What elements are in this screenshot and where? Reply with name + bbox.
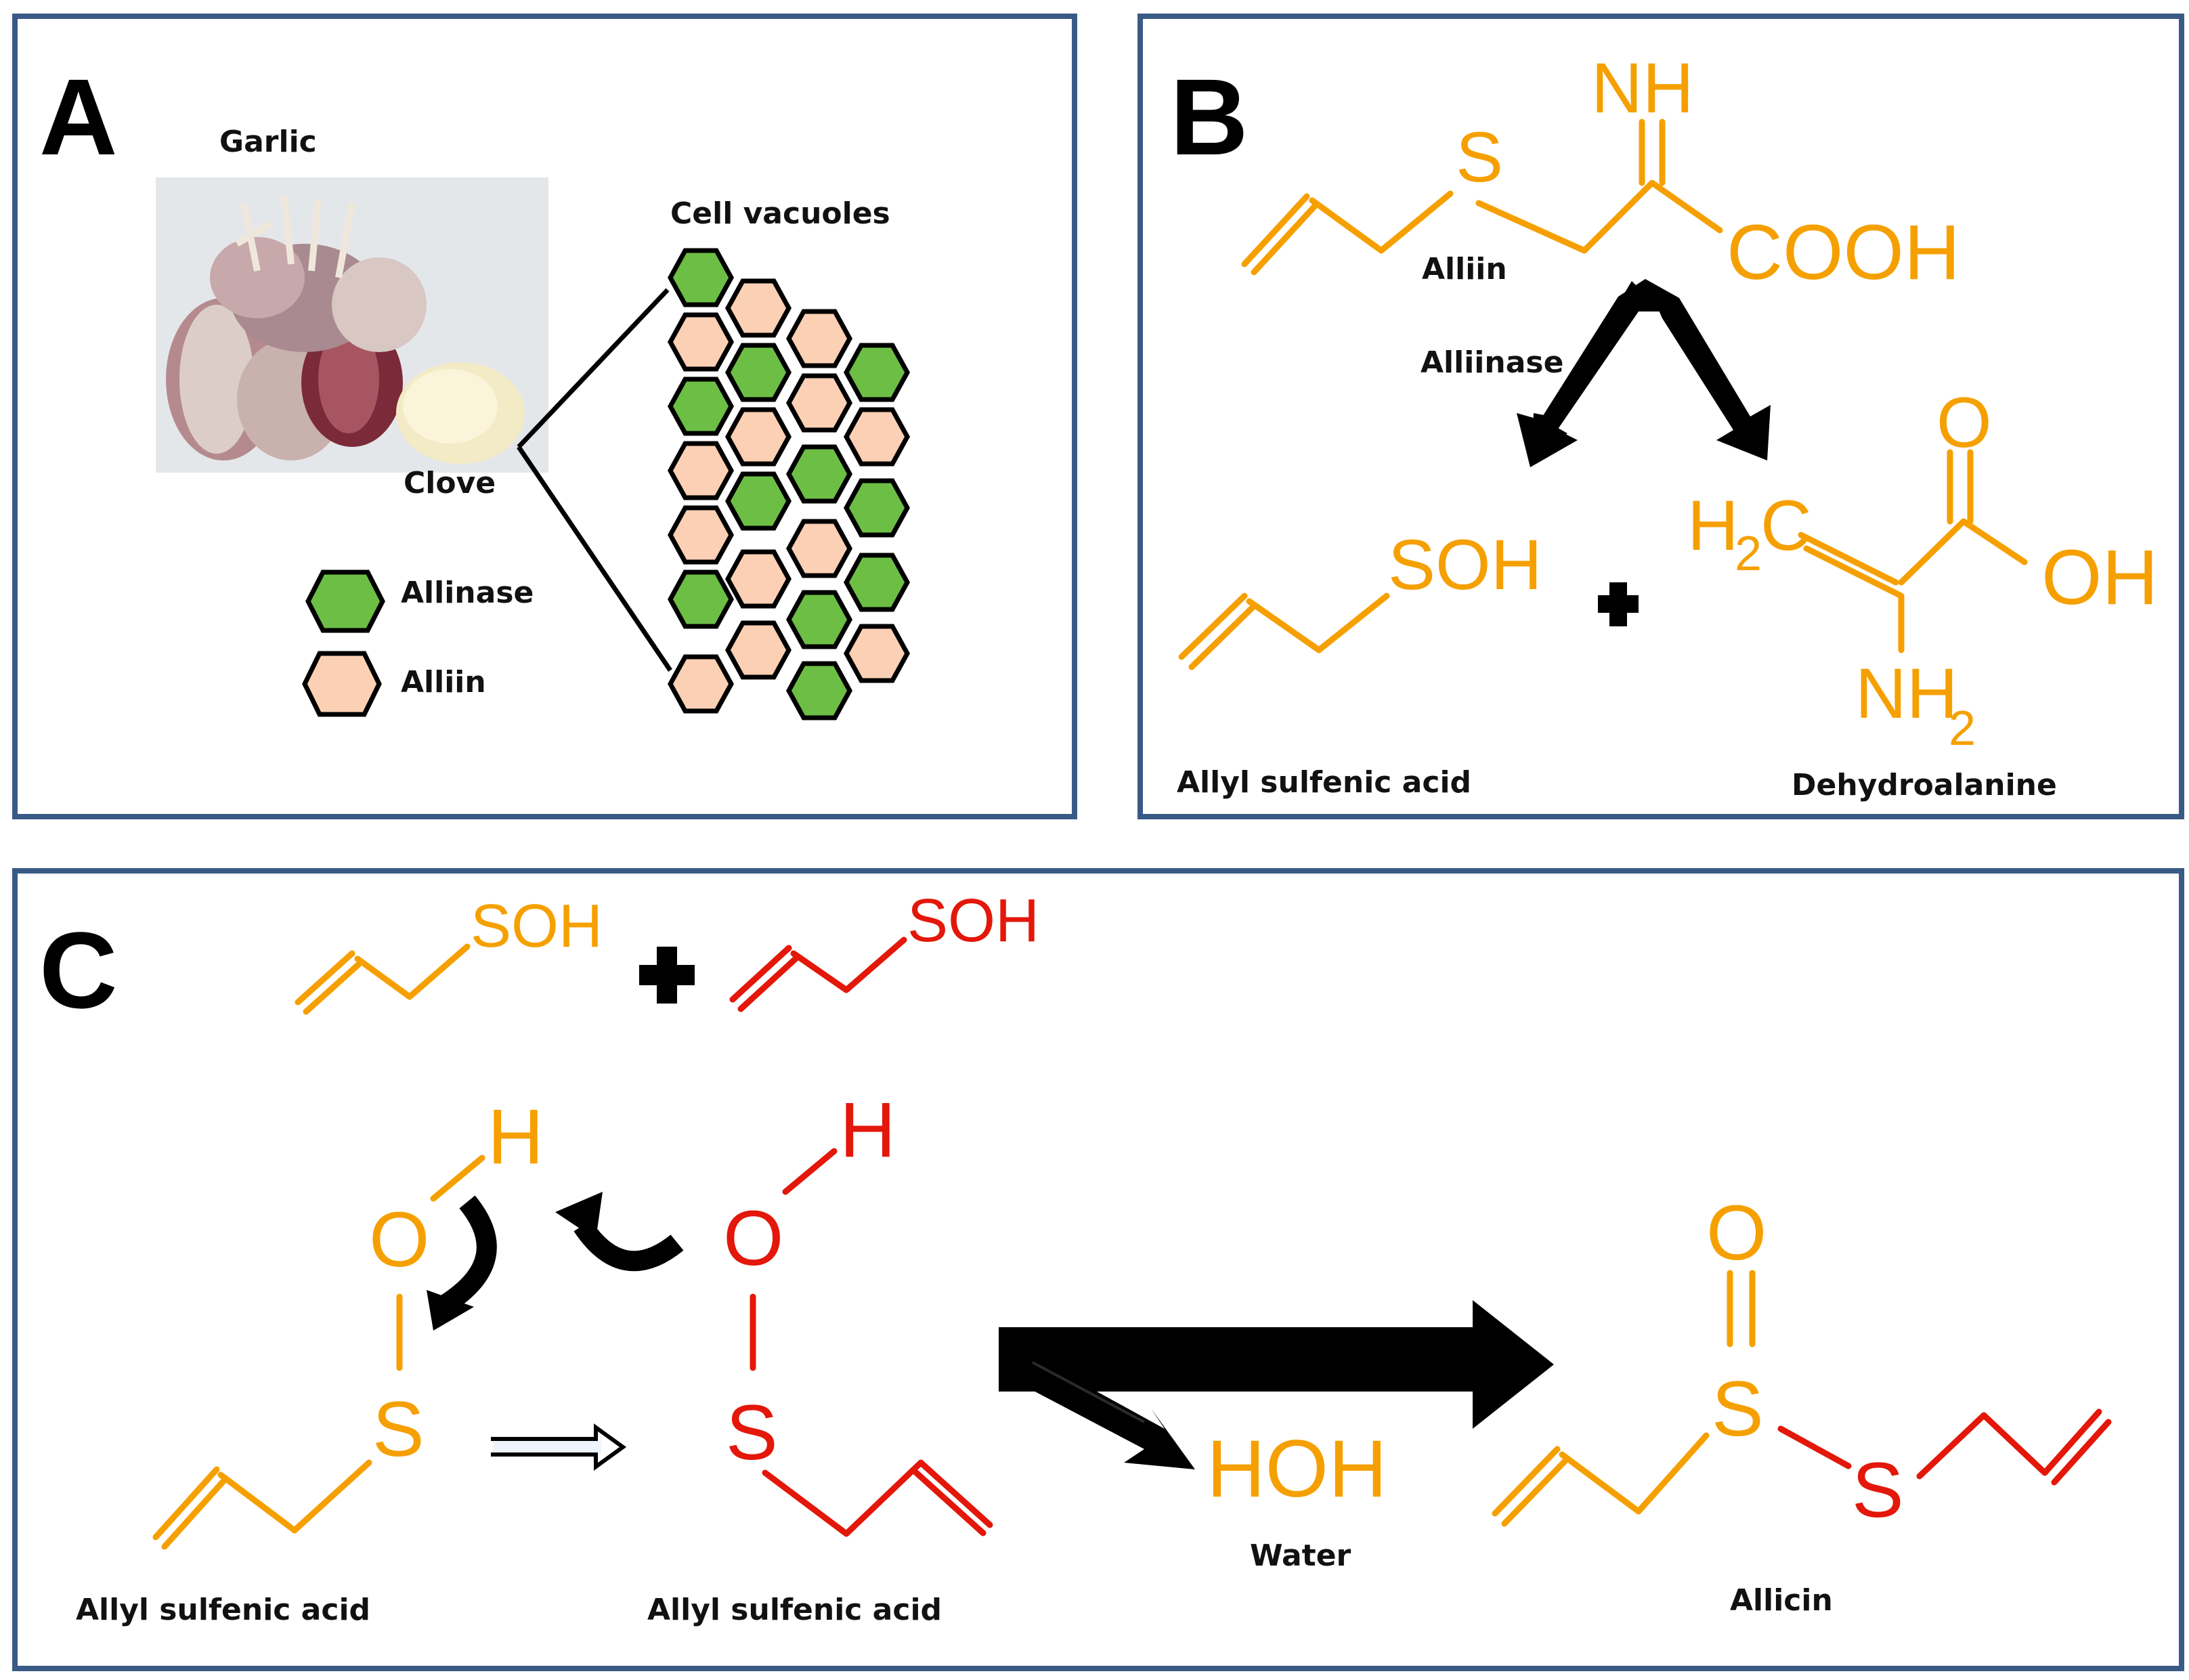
reaction-arrow-icon: [999, 1300, 1554, 1429]
allyl-sulfenic-acid-red-top: SOH: [729, 887, 1039, 1012]
garlic-label: Garlic: [219, 125, 317, 159]
soh-group: SOH: [907, 887, 1039, 955]
panel-a-letter: A: [39, 56, 118, 177]
allyl-sulfenic-acid-orange-mechanism: H O S: [152, 1094, 544, 1550]
hex-cell: [786, 373, 852, 433]
soh-group: SOH: [471, 892, 603, 960]
hex-cell: [844, 407, 910, 467]
hex-cell: [725, 471, 792, 531]
curved-arrow-head-icon: [555, 1192, 603, 1239]
s-atom: S: [1852, 1447, 1904, 1534]
o-atom: O: [369, 1197, 429, 1283]
hex-cell: [668, 441, 734, 500]
allyl-sulfenic-acid-molecule-b: SOH: [1178, 525, 1542, 670]
hex-cell: [668, 505, 734, 565]
h-atom: H: [840, 1087, 896, 1173]
alliinase-split-arrow: [1517, 279, 1771, 467]
vacuoles-label: Cell vacuoles: [670, 196, 890, 231]
dehydroalanine-molecule: H 2 C O OH NH 2: [1687, 383, 2159, 756]
h2-subscript: 2: [1735, 527, 1762, 581]
curved-arrow-icon: [573, 1220, 684, 1272]
hex-cell: [725, 278, 792, 338]
alliinase-label: Alliinase: [1421, 345, 1563, 380]
nh2-group: NH: [1855, 654, 1958, 733]
hex-cell: [668, 569, 734, 629]
hex-cell: [844, 478, 910, 538]
alliin-label: Alliin: [1422, 252, 1507, 286]
hex-cell: [725, 343, 792, 402]
water-formula: HOH: [1207, 1423, 1387, 1514]
h-atom: H: [1687, 486, 1739, 565]
hex-cell: [725, 407, 792, 467]
hex-cell: [668, 376, 734, 436]
hex-cell: [786, 309, 852, 368]
panel-b-letter: B: [1170, 56, 1249, 177]
hex-cell: [786, 661, 852, 720]
allicin-molecule: O S S: [1492, 1190, 2112, 1534]
sulfur-atom: S: [1456, 118, 1503, 197]
legend-allinase-swatch: [305, 569, 385, 633]
s-atom: S: [726, 1390, 778, 1476]
panel-c-frame: [12, 868, 2184, 1671]
o-atom: O: [1936, 383, 1992, 462]
legend-alliin-label: Alliin: [401, 665, 486, 699]
hex-cell: [668, 312, 734, 372]
allyl-sulfenic-acid-label-b: Allyl sulfenic acid: [1177, 765, 1471, 800]
hex-cell: [668, 654, 734, 714]
c-atom: C: [1760, 486, 1812, 565]
cell-vacuole-grid: [668, 248, 910, 720]
o-atom: O: [1706, 1190, 1767, 1276]
allyl-sulfenic-acid-label-c1: Allyl sulfenic acid: [76, 1593, 370, 1627]
nh-group: NH: [1591, 49, 1694, 128]
hex-cell: [725, 620, 792, 680]
hex-cell: [786, 590, 852, 649]
allicin-label: Allicin: [1730, 1583, 1833, 1618]
legend-allinase-label: Allinase: [401, 576, 534, 610]
cooh-group: COOH: [1727, 209, 1960, 296]
hollow-arrow-icon: [491, 1423, 627, 1471]
o-atom: O: [723, 1195, 783, 1282]
clove-label: Clove: [404, 466, 496, 500]
curved-arrow-head-icon: [427, 1290, 474, 1331]
dehydroalanine-label: Dehydroalanine: [1792, 768, 2057, 802]
h-atom: H: [487, 1094, 544, 1180]
hex-cell: [844, 553, 910, 612]
allyl-sulfenic-acid-orange-top: SOH: [295, 892, 603, 1015]
hex-cell: [668, 248, 734, 307]
water-label: Water: [1250, 1538, 1351, 1573]
soh-group: SOH: [1388, 525, 1542, 605]
garlic-image: [156, 177, 548, 473]
nh2-subscript: 2: [1949, 702, 1976, 756]
legend-alliin-swatch: [302, 651, 382, 717]
hex-cell: [786, 444, 852, 504]
plus-icon-c: [639, 947, 695, 1004]
panel-c-letter: C: [39, 909, 118, 1031]
hex-cell: [844, 343, 910, 402]
hex-cell: [844, 624, 910, 683]
curved-arrow-icon: [441, 1195, 497, 1312]
plus-icon: [1598, 582, 1639, 626]
s-atom: S: [372, 1386, 425, 1473]
hex-cell: [725, 549, 792, 609]
s-atom: S: [1712, 1366, 1764, 1452]
oh-group: OH: [2041, 534, 2159, 621]
water-branch-arrow-icon: [1016, 1354, 1195, 1469]
alliin-molecule: S NH COOH: [1241, 49, 1960, 296]
allyl-sulfenic-acid-red-mechanism: H O S: [723, 1087, 993, 1537]
allyl-sulfenic-acid-label-c2: Allyl sulfenic acid: [647, 1593, 942, 1627]
hex-cell: [786, 519, 852, 578]
zoom-lines: [517, 288, 672, 672]
